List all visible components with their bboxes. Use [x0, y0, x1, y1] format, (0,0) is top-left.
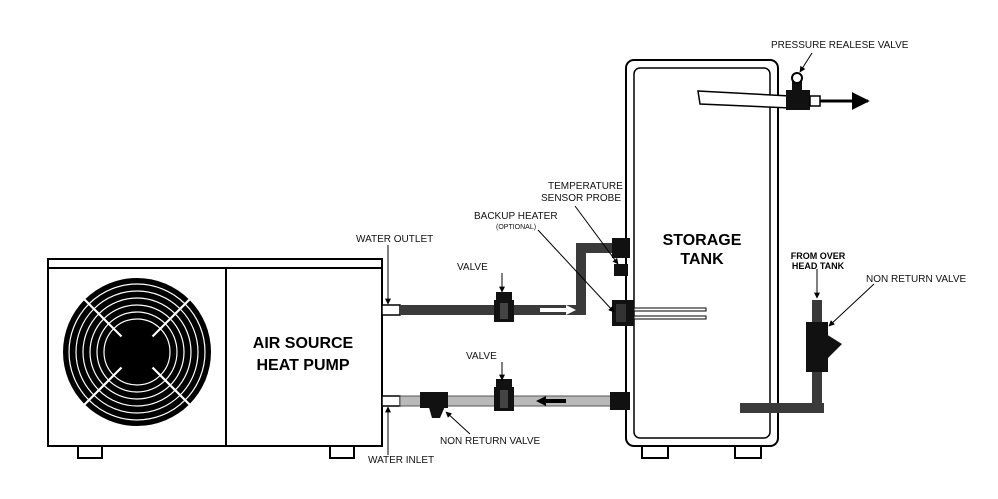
heat-pump-foot-right [329, 445, 355, 459]
from-overhead-label-line2: HEAD TANK [792, 261, 845, 271]
valve-bottom-icon [494, 379, 514, 411]
outlet-flow-arrow [540, 305, 576, 315]
non-return-valve-right-label: NON RETURN VALVE [866, 274, 967, 285]
valve-bottom-label: VALVE [466, 351, 497, 362]
outlet-tank-fitting [612, 238, 630, 258]
from-overhead-label-line1: FROM OVER [791, 251, 846, 261]
non-return-valve-bottom-icon [420, 392, 448, 418]
outlet-pipe [381, 238, 630, 316]
temperature-sensor-fitting [614, 264, 628, 276]
backup-heater-optional-label: (OPTIONAL) [496, 224, 536, 231]
inlet-stub [381, 395, 401, 407]
backup-heater-element-lower [633, 315, 707, 320]
inlet-flow-arrow [536, 396, 566, 406]
inlet-tank-fitting [610, 392, 630, 410]
backup-heater-fitting-cap [616, 304, 626, 322]
temperature-sensor-label-line1: TEMPERATURE [548, 181, 623, 192]
heat-pump-title-line1: AIR SOURCE [253, 335, 354, 352]
outlet-stub [381, 304, 401, 316]
non-return-valve-bottom-label: NON RETURN VALVE [440, 436, 541, 447]
backup-heater-element [633, 307, 707, 312]
tank-foot-left [641, 445, 669, 459]
valve-top-label: VALVE [457, 262, 488, 273]
non-return-valve-right-icon [806, 322, 842, 372]
leader-lines [385, 52, 875, 455]
pressure-release-valve-icon [786, 72, 870, 110]
pressure-release-valve-label: PRESSURE REALESE VALVE [771, 40, 909, 51]
storage-tank: STORAGE TANK [625, 59, 791, 459]
fan-icon [63, 278, 211, 426]
tank-inner-shell [633, 67, 771, 439]
water-outlet-label: WATER OUTLET [356, 234, 433, 245]
backup-heater-label: BACKUP HEATER [474, 211, 558, 222]
temperature-sensor-label-line2: SENSOR PROBE [541, 193, 621, 204]
heat-pump-unit: AIR SOURCE HEAT PUMP [47, 258, 383, 459]
tank-title-line2: TANK [680, 251, 724, 268]
tank-foot-right [734, 445, 762, 459]
valve-top-icon [494, 292, 514, 322]
heat-pump-title-line2: HEAT PUMP [256, 357, 349, 374]
overhead-supply-pipe [740, 300, 824, 413]
tank-title-line1: STORAGE [663, 232, 742, 249]
heat-pump-foot-left [77, 445, 103, 459]
water-inlet-label: WATER INLET [368, 455, 434, 466]
